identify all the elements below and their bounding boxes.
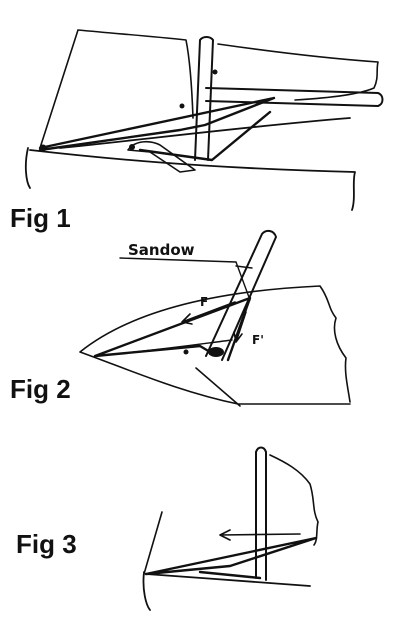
fig1-grommet-1 <box>179 103 185 109</box>
fig2-force-arrow-f <box>181 301 236 325</box>
fig1-bow-fitting <box>39 144 47 152</box>
fig3-rigging <box>144 536 318 580</box>
fig2-boom <box>205 229 277 361</box>
fig1-shackle <box>129 144 135 150</box>
fig2-force-arrow-f-prime <box>233 311 247 343</box>
fig2-sandow-label: Sandow <box>128 241 195 259</box>
fig1-hull <box>24 117 356 211</box>
figure-2: Sandow F F' Fig 2 <box>10 229 351 407</box>
fig1-label: Fig 1 <box>10 203 71 233</box>
fig3-label: Fig 3 <box>16 529 77 559</box>
fig1-grommet-2 <box>212 69 218 75</box>
fig1-mast <box>194 36 214 161</box>
fig1-boom <box>205 87 384 107</box>
figure-3: Fig 3 <box>16 446 319 611</box>
fig2-sandow-leader <box>119 257 253 301</box>
fig1-sail <box>39 29 379 149</box>
fig3-forestay <box>143 511 163 575</box>
figure-1: Fig 1 <box>10 29 384 233</box>
fig2-sandow-lines <box>93 296 252 362</box>
fig2-cleat <box>183 349 189 355</box>
fig3-force-arrow <box>219 529 301 541</box>
fig2-block <box>208 347 224 357</box>
fig3-sail <box>269 454 319 546</box>
fig3-mast <box>255 446 267 581</box>
fig2-force-f-prime-label: F' <box>252 333 264 347</box>
fig2-label: Fig 2 <box>10 374 71 404</box>
fig2-hull <box>79 285 351 407</box>
fig1-rigging <box>38 96 276 162</box>
fig3-hull <box>142 571 311 611</box>
fig2-force-f-label: F <box>200 295 208 309</box>
